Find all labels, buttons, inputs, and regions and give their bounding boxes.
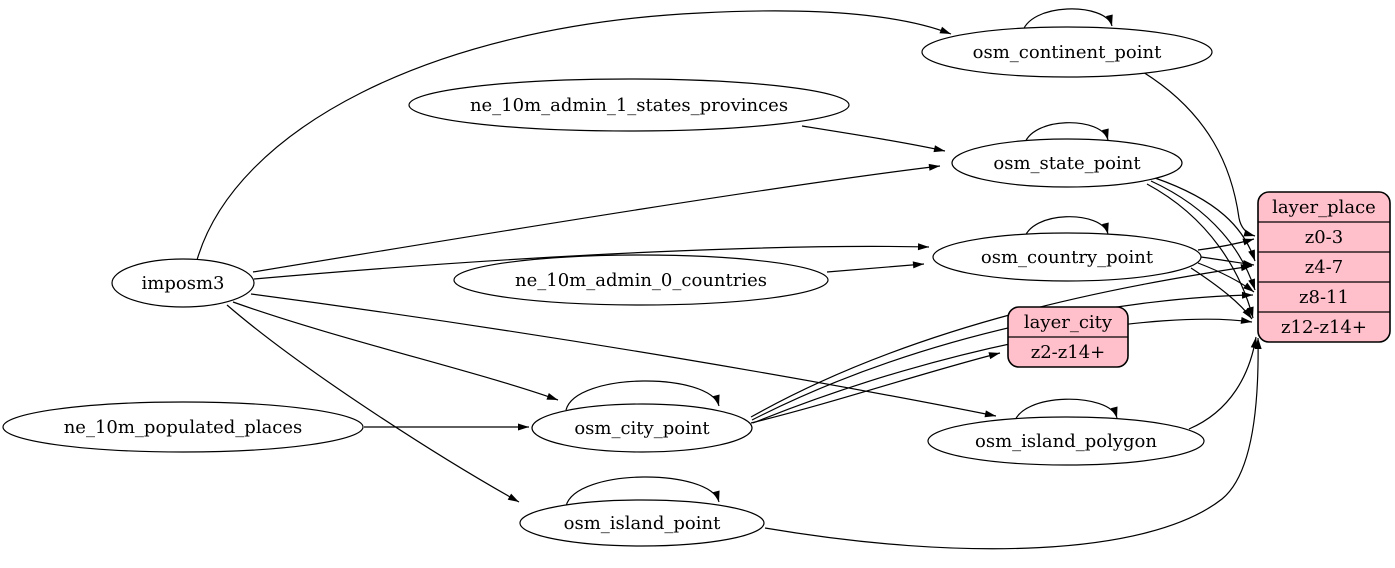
edge-osm-city-point-to-layer-place-z8-11 xyxy=(751,291,1254,421)
osm-island-point-shape xyxy=(519,499,765,547)
osm-country-point-shape xyxy=(932,232,1202,282)
edge-imposm3-to-osm-state-point xyxy=(252,163,941,273)
edge-imposm3-to-osm-island-polygon xyxy=(250,293,997,418)
layer-place-box xyxy=(1257,191,1391,343)
edge-osm-country-point-self-loop xyxy=(1023,216,1109,241)
node-osm-state-point: osm_state_point xyxy=(951,138,1183,188)
osm-country-point-label: osm_country_point xyxy=(981,247,1154,268)
node-ne-10m-admin-0-countries: ne_10m_admin_0_countries xyxy=(453,254,829,306)
ne-states-provinces-shape xyxy=(408,78,850,132)
node-osm-country-point: osm_country_point xyxy=(932,232,1202,282)
edge-osm-island-polygon-to-layer-place-z12-z14 xyxy=(1188,336,1258,430)
edge-osm-state-point-to-layer-place-z8-11 xyxy=(1150,180,1256,291)
edge-osm-island-point-to-layer-place-z12-z14 xyxy=(764,337,1262,550)
node-layer-place: layer_place z0-3 z4-7 z8-11 z12-z14+ xyxy=(1257,191,1391,343)
osm-city-point-label: osm_city_point xyxy=(574,418,710,439)
edge-osm-island-point-self-loop xyxy=(565,476,720,507)
edge-ne-countries-to-osm-country-point xyxy=(826,261,925,273)
edge-osm-state-point-self-loop xyxy=(1023,122,1109,147)
osm-city-point-shape xyxy=(531,403,753,453)
ne-countries-label: ne_10m_admin_0_countries xyxy=(515,270,767,291)
node-osm-continent-point: osm_continent_point xyxy=(921,26,1213,78)
layer-place-row-z8-11: z8-11 xyxy=(1299,287,1349,308)
edge-osm-country-point-to-layer-place-z12-z14 xyxy=(1190,267,1253,320)
ne-states-provinces-label: ne_10m_admin_1_states_provinces xyxy=(470,95,788,116)
node-imposm3: imposm3 xyxy=(111,258,255,308)
osm-island-polygon-shape xyxy=(927,416,1205,466)
node-osm-island-point: osm_island_point xyxy=(519,499,765,547)
layer-city-row-z2-z14: z2-z14+ xyxy=(1031,342,1106,363)
osm-island-point-label: osm_island_point xyxy=(564,513,721,534)
osm-continent-point-label: osm_continent_point xyxy=(973,42,1162,63)
node-osm-island-polygon: osm_island_polygon xyxy=(927,416,1205,466)
edge-imposm3-to-osm-continent-point xyxy=(196,10,952,261)
ne-populated-places-label: ne_10m_populated_places xyxy=(64,417,303,438)
ne-populated-places-shape xyxy=(2,401,364,453)
edge-imposm3-to-osm-city-point xyxy=(232,301,559,401)
edge-imposm3-to-osm-country-point xyxy=(253,243,930,280)
osm-state-point-shape xyxy=(951,138,1183,188)
osm-continent-point-shape xyxy=(921,26,1213,78)
node-layer-city: layer_city z2-z14+ xyxy=(1007,306,1129,368)
edge-osm-continent-point-to-layer-place-z0-3 xyxy=(1142,71,1256,237)
node-ne-10m-populated-places: ne_10m_populated_places xyxy=(2,401,364,453)
layer-place-row-z0-3: z0-3 xyxy=(1305,227,1343,248)
edge-osm-state-point-to-layer-place-z4-7 xyxy=(1154,177,1256,262)
imposm3-label: imposm3 xyxy=(142,273,225,294)
edge-osm-island-polygon-self-loop xyxy=(1013,398,1118,425)
edge-osm-country-point-to-layer-place-z8-11 xyxy=(1197,262,1255,293)
layer-city-title: layer_city xyxy=(1024,312,1113,333)
ne-countries-shape xyxy=(453,254,829,306)
layer-place-row-z12-z14: z12-z14+ xyxy=(1281,317,1367,338)
edge-osm-city-point-self-loop xyxy=(565,380,720,411)
node-ne-10m-admin-1-states-provinces: ne_10m_admin_1_states_provinces xyxy=(408,78,850,132)
edge-osm-city-point-to-layer-place-z4-7 xyxy=(750,264,1253,418)
layer-place-row-z4-7: z4-7 xyxy=(1305,257,1343,278)
node-osm-city-point: osm_city_point xyxy=(531,403,753,453)
edge-osm-country-point-to-layer-place-z0-3 xyxy=(1197,238,1255,251)
layer-place-title: layer_place xyxy=(1272,197,1376,218)
osm-state-point-label: osm_state_point xyxy=(993,153,1141,174)
edge-osm-city-point-to-layer-city-z2-z14 xyxy=(750,352,1001,424)
edge-ne-states-provinces-to-osm-state-point xyxy=(801,125,946,153)
edge-osm-continent-point-self-loop xyxy=(1021,8,1113,35)
imposm3-shape xyxy=(111,258,255,308)
edge-osm-city-point-to-layer-place-z12-z14 xyxy=(752,316,1253,424)
edge-imposm3-to-osm-island-point xyxy=(226,304,520,503)
osm-island-polygon-label: osm_island_polygon xyxy=(975,431,1157,452)
